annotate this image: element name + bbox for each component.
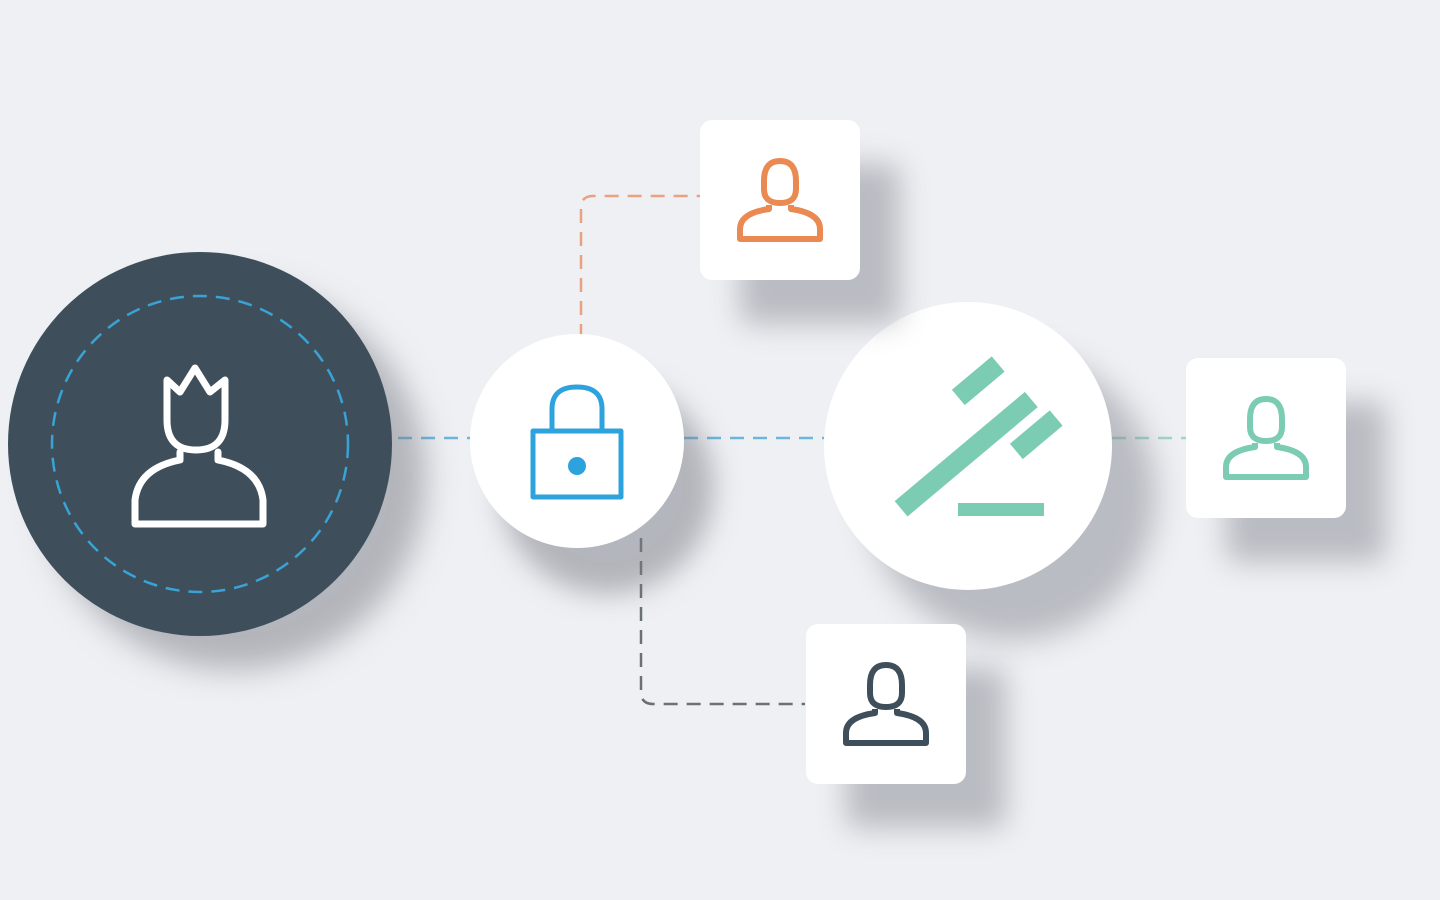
member-card-top xyxy=(700,120,860,280)
gavel-node xyxy=(824,302,1112,590)
crowned-user-icon xyxy=(131,364,267,528)
user-icon-teal xyxy=(1223,396,1309,480)
connector-lock-to-member-top xyxy=(579,194,700,338)
user-icon-dark xyxy=(843,662,929,746)
member-card-right xyxy=(1186,358,1346,518)
member-card-bottom xyxy=(806,624,966,784)
lock-node xyxy=(470,334,684,548)
lock-icon xyxy=(530,384,624,500)
connector-lock-to-member-bottom xyxy=(639,538,805,706)
gavel-icon xyxy=(894,356,1063,517)
user-icon-orange xyxy=(737,158,823,242)
owner-ring xyxy=(50,294,350,594)
owner-node xyxy=(8,252,392,636)
